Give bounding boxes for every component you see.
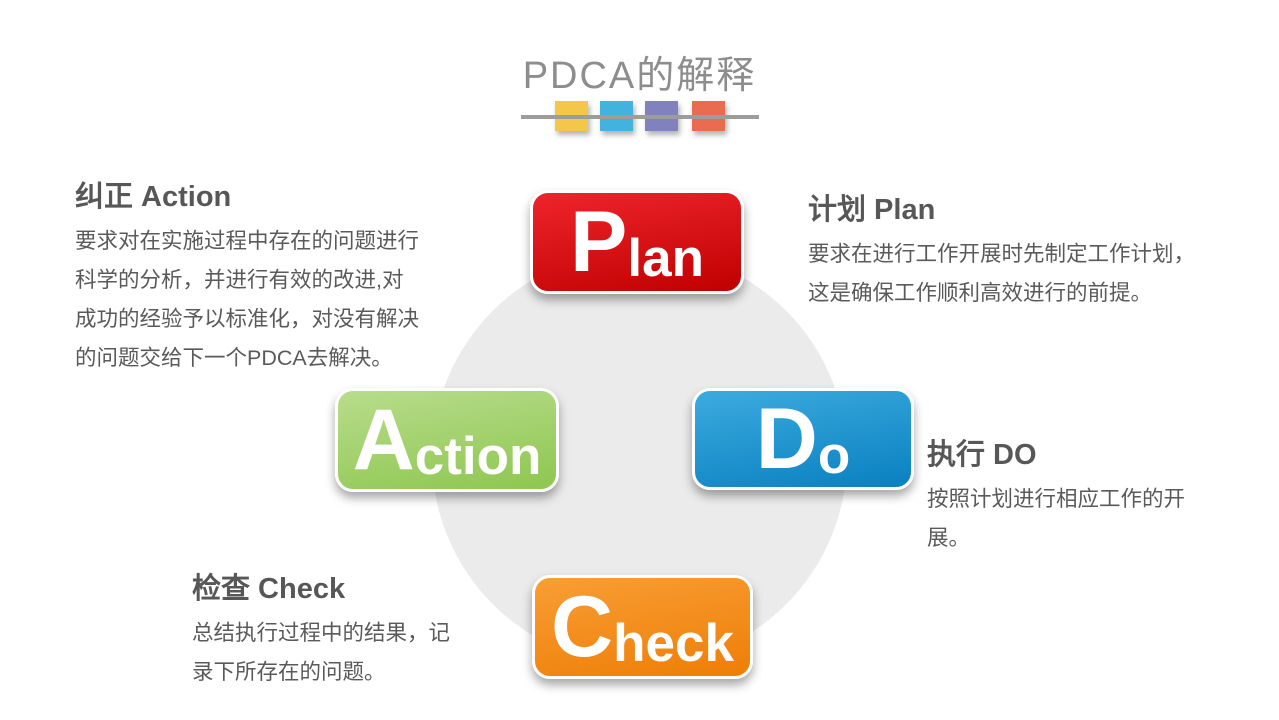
do-text-block: 执行 DO 按照计划进行相应工作的开 展。 bbox=[927, 438, 1185, 558]
plan-body-line: 这是确保工作顺利高效进行的前提。 bbox=[808, 281, 1153, 305]
plan-text-block: 计划 Plan 要求在进行工作开展时先制定工作计划， 这是确保工作顺利高效进行的… bbox=[808, 193, 1195, 313]
action-badge: Action bbox=[335, 388, 559, 492]
action-heading: 纠正 Action bbox=[75, 181, 232, 213]
check-badge-label: Check bbox=[551, 579, 734, 675]
page-title: PDCA的解释 bbox=[522, 55, 757, 97]
check-badge: Check bbox=[532, 575, 753, 679]
action-body-line: 科学的分析，并进行有效的改进,对 bbox=[75, 268, 404, 292]
action-text-block: 纠正 Action 要求对在实施过程中存在的问题进行 科学的分析，并进行有效的改… bbox=[75, 180, 419, 378]
plan-heading: 计划 Plan bbox=[808, 194, 936, 226]
plan-badge: Plan bbox=[530, 190, 744, 294]
action-body-line: 要求对在实施过程中存在的问题进行 bbox=[75, 229, 420, 253]
divider-line bbox=[521, 115, 759, 119]
action-body-line: 的问题交给下一个PDCA去解决。 bbox=[75, 346, 393, 370]
do-badge: Do bbox=[692, 388, 914, 490]
check-text-block: 检查 Check 总结执行过程中的结果，记 录下所存在的问题。 bbox=[192, 572, 450, 692]
plan-body-line: 要求在进行工作开展时先制定工作计划， bbox=[808, 242, 1196, 266]
do-badge-label: Do bbox=[755, 391, 851, 487]
plan-badge-label: Plan bbox=[570, 194, 704, 290]
do-heading: 执行 DO bbox=[927, 439, 1037, 471]
check-body-line: 录下所存在的问题。 bbox=[192, 660, 386, 684]
do-body-line: 展。 bbox=[927, 526, 971, 550]
action-body-line: 成功的经验予以标准化，对没有解决 bbox=[75, 307, 420, 331]
action-badge-label: Action bbox=[352, 392, 542, 488]
check-heading: 检查 Check bbox=[192, 573, 346, 605]
do-body-line: 按照计划进行相应工作的开 bbox=[927, 487, 1186, 511]
check-body-line: 总结执行过程中的结果，记 bbox=[192, 621, 451, 645]
